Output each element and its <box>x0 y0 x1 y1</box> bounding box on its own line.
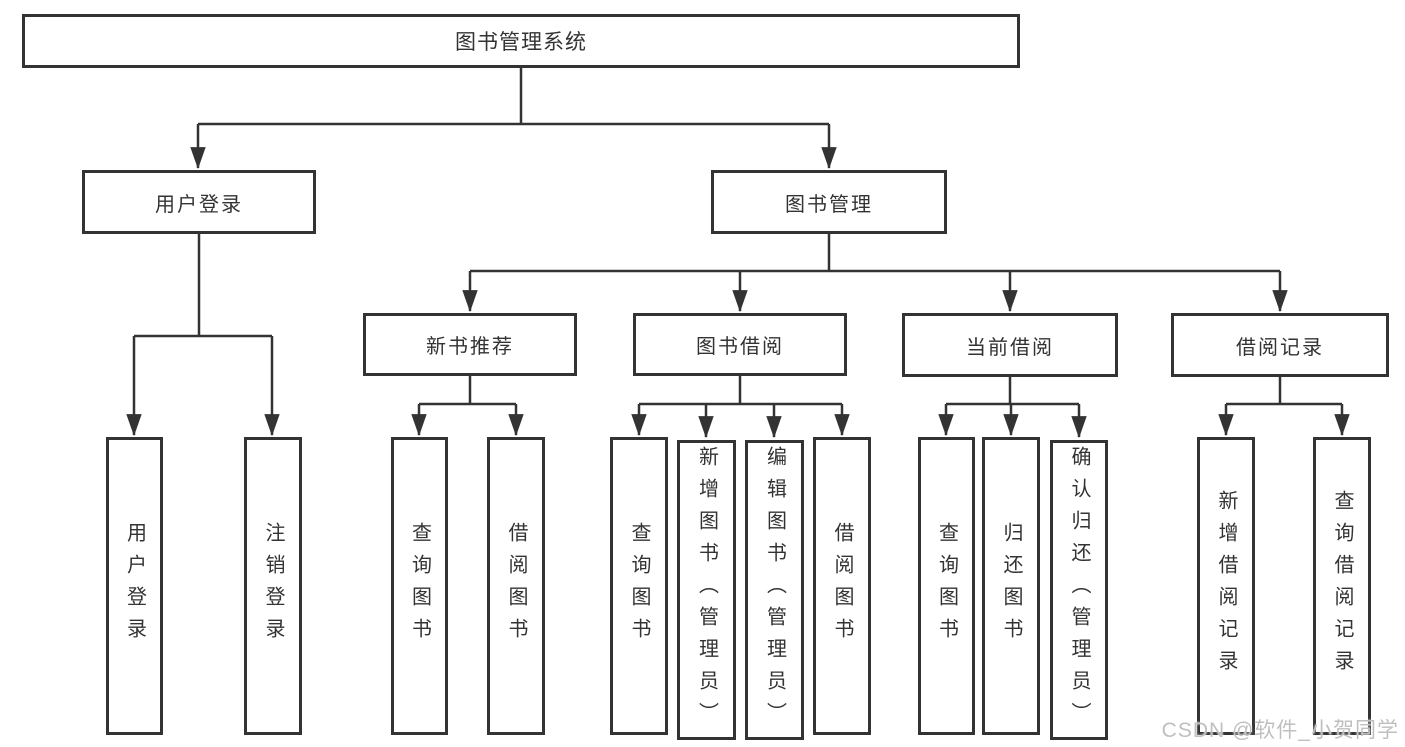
leaf-recommend-query-book: 查询图书 <box>391 437 448 735</box>
leaf-recommend-borrow-book: 借阅图书 <box>487 437 545 735</box>
node-book-management-label: 图书管理 <box>785 193 873 216</box>
node-current-borrowing: 当前借阅 <box>902 313 1118 377</box>
leaf-borrowing-query-book: 查询图书 <box>610 437 668 735</box>
node-book-borrowing-label: 图书借阅 <box>696 336 784 358</box>
leaf-logout: 注销登录 <box>244 437 302 735</box>
leaf-current-query-book: 查询图书 <box>918 437 975 735</box>
node-borrowing-records: 借阅记录 <box>1171 313 1389 377</box>
csdn-watermark: CSDN @软件_小贺同学 <box>1161 719 1399 742</box>
leaf-current-return-book: 归还图书 <box>982 437 1040 735</box>
leaf-borrowing-add-book: 新增图书（管理员） <box>677 440 736 740</box>
node-root: 图书管理系统 <box>22 14 1020 68</box>
node-borrowing-records-label: 借阅记录 <box>1236 336 1324 359</box>
leaf-borrowing-edit-book: 编辑图书（管理员） <box>745 440 804 740</box>
leaf-borrowing-add-book-label: 新增图书（管理员） <box>695 446 718 734</box>
leaf-logout-label: 注销登录 <box>262 522 284 650</box>
leaf-borrowing-edit-book-label: 编辑图书（管理员） <box>763 446 786 734</box>
leaf-current-confirm-return: 确认归还（管理员） <box>1050 440 1108 740</box>
leaf-records-query-record: 查询借阅记录 <box>1313 437 1371 735</box>
node-book-borrowing: 图书借阅 <box>633 313 847 376</box>
node-current-borrowing-label: 当前借阅 <box>966 336 1054 359</box>
leaf-recommend-borrow-book-label: 借阅图书 <box>505 522 527 650</box>
leaf-borrowing-borrow-book: 借阅图书 <box>813 437 871 735</box>
node-new-book-recommend: 新书推荐 <box>363 313 577 376</box>
leaf-records-add-record-label: 新增借阅记录 <box>1215 490 1237 682</box>
leaf-current-return-book-label: 归还图书 <box>1000 522 1022 650</box>
leaf-recommend-query-book-label: 查询图书 <box>408 522 431 650</box>
node-root-label: 图书管理系统 <box>455 31 587 54</box>
leaf-user-login: 用户登录 <box>106 437 163 735</box>
leaf-current-confirm-return-label: 确认归还（管理员） <box>1068 446 1090 734</box>
leaf-current-query-book-label: 查询图书 <box>935 522 958 650</box>
leaf-borrowing-query-book-label: 查询图书 <box>628 522 650 650</box>
leaf-records-query-record-label: 查询借阅记录 <box>1331 490 1353 682</box>
leaf-borrowing-borrow-book-label: 借阅图书 <box>831 522 853 650</box>
node-new-book-recommend-label: 新书推荐 <box>426 336 514 358</box>
node-user-login-label: 用户登录 <box>155 193 243 216</box>
leaf-user-login-label: 用户登录 <box>123 522 146 650</box>
leaf-records-add-record: 新增借阅记录 <box>1197 437 1255 735</box>
node-book-management: 图书管理 <box>711 170 947 234</box>
node-user-login: 用户登录 <box>82 170 316 234</box>
